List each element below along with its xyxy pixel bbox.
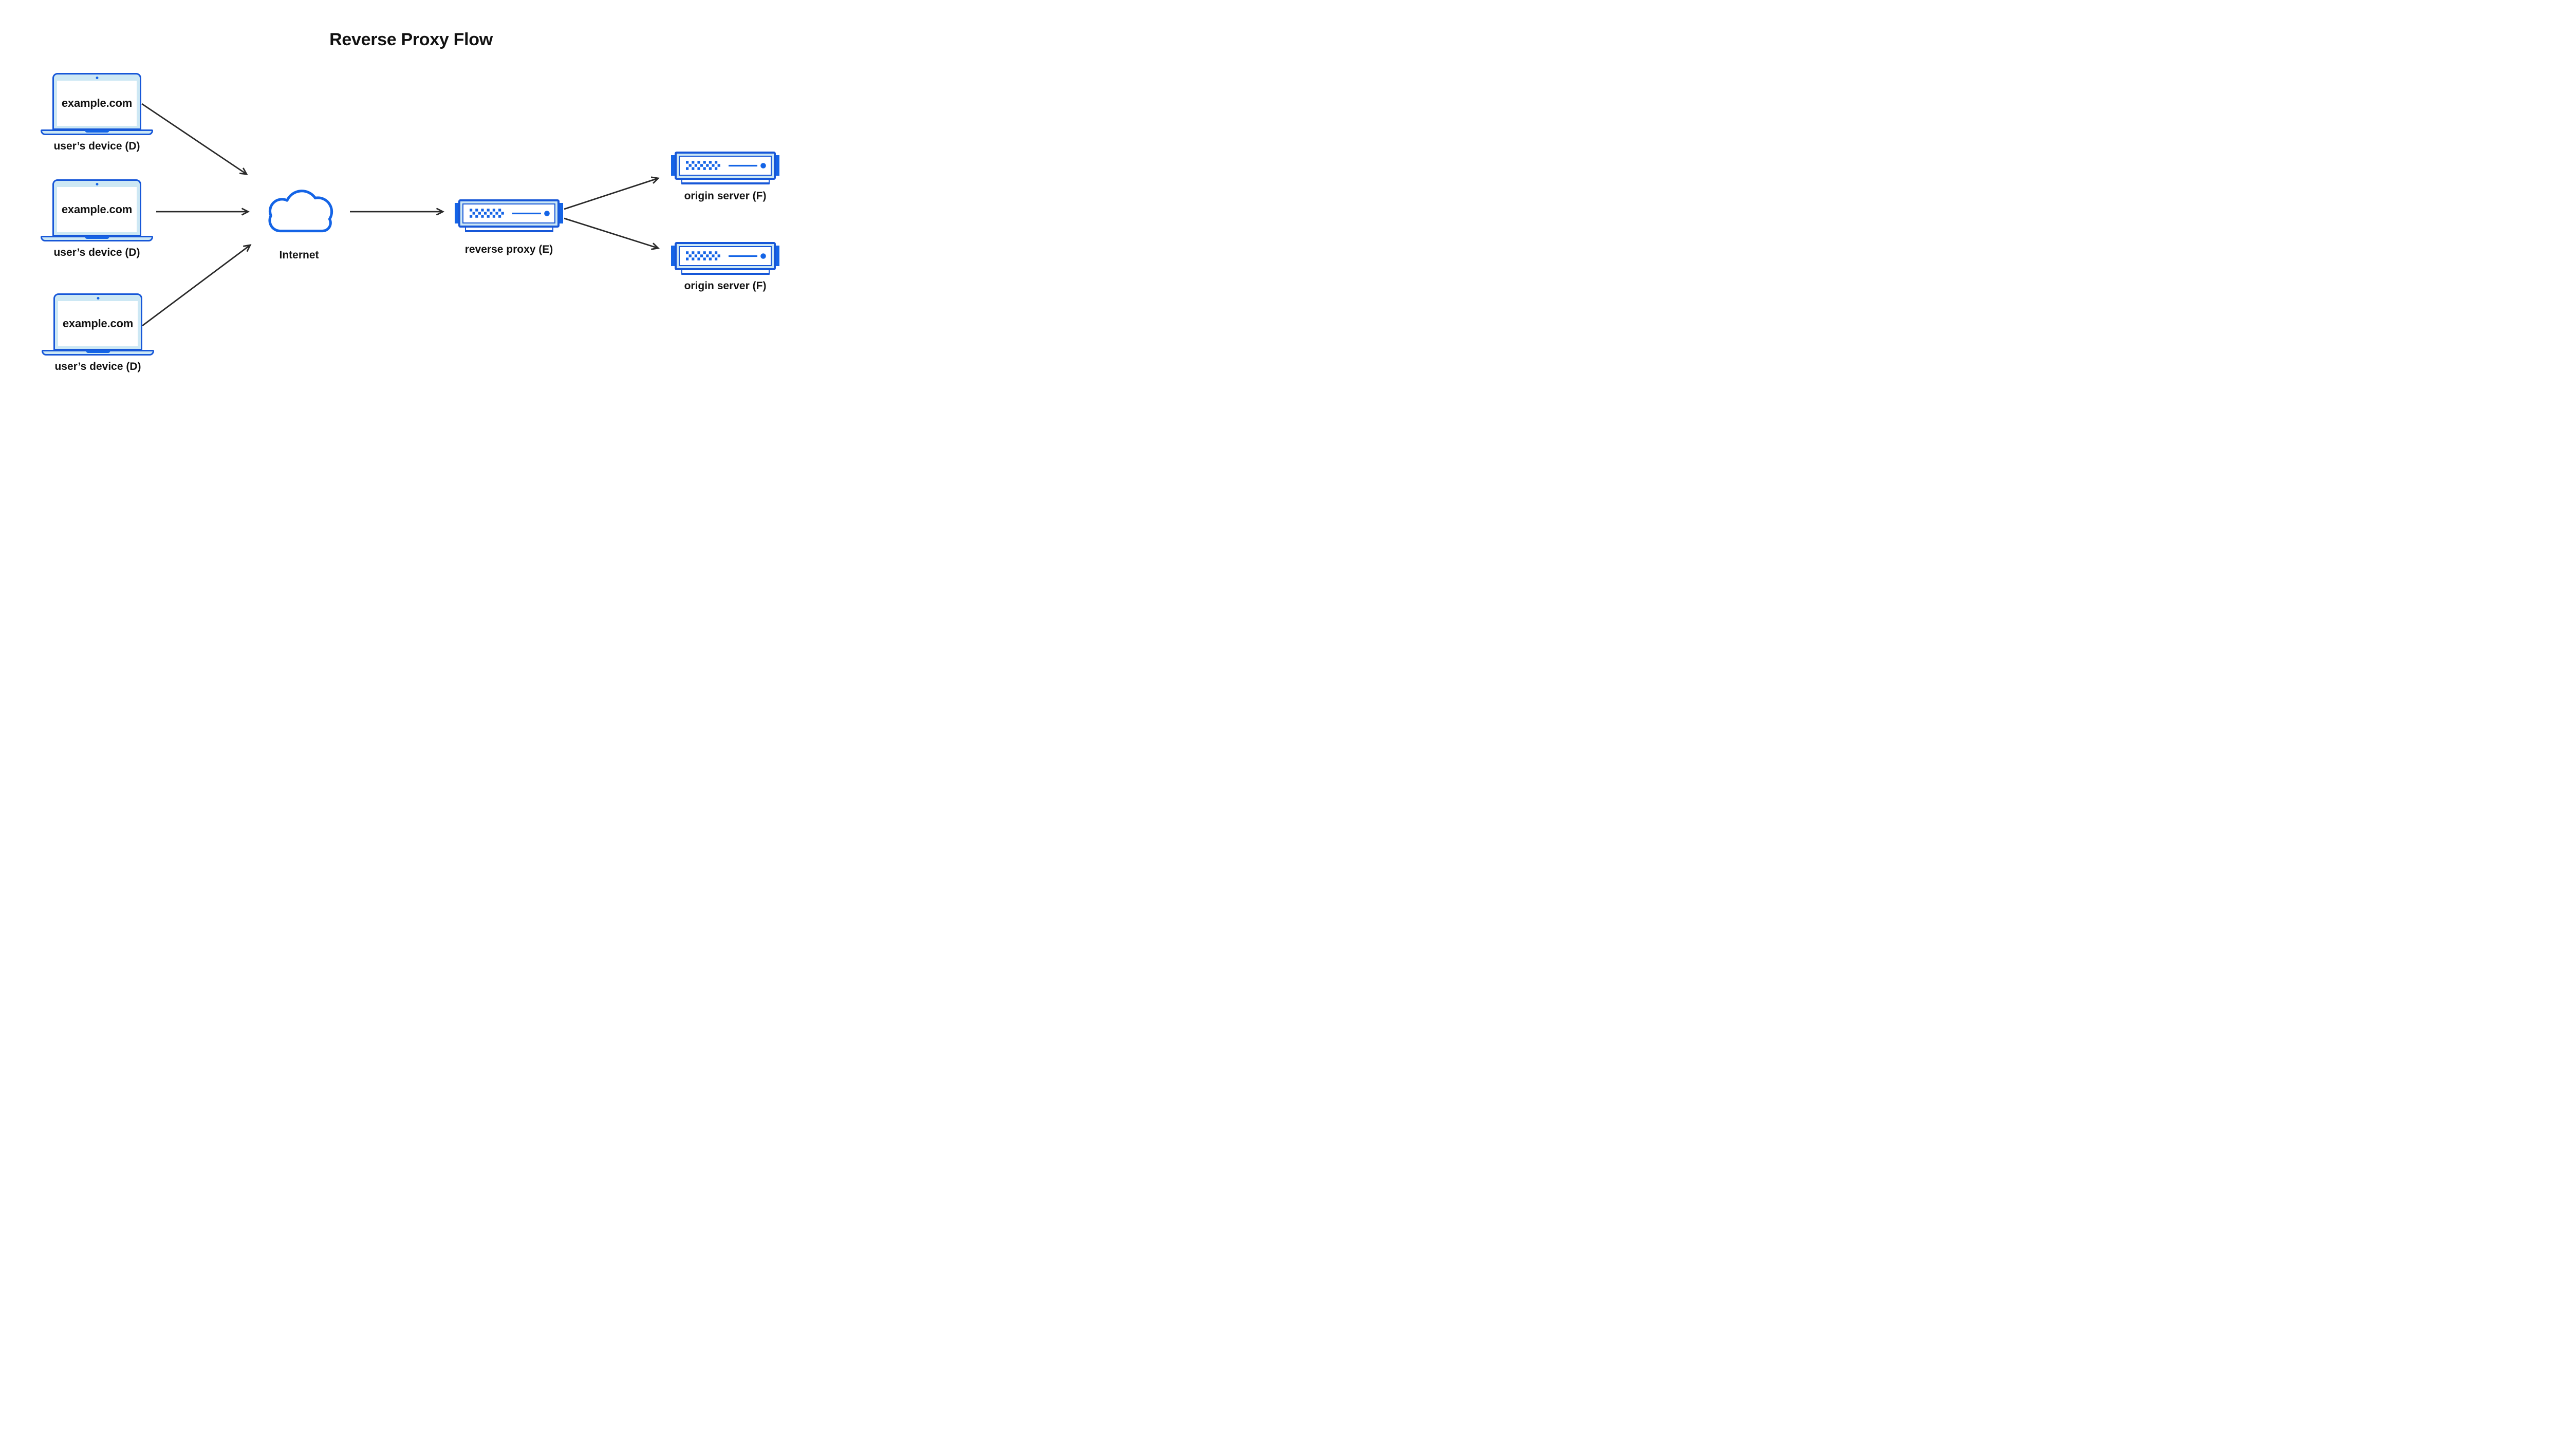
arrow-device3-to-internet (142, 244, 252, 327)
origin-server-label: origin server (F) (684, 280, 767, 292)
diagram-canvas: Reverse Proxy Flow ex (0, 0, 822, 411)
server-vents-icon (686, 161, 766, 170)
camera-dot-icon (97, 297, 99, 300)
device-label: user’s device (D) (54, 361, 141, 372)
laptop-hinge (86, 350, 110, 353)
cloud-icon (268, 190, 333, 233)
server-vents-icon (470, 209, 550, 218)
server-icon (458, 199, 560, 228)
server-faceplate (679, 246, 772, 266)
device-screen-text: example.com (57, 81, 137, 126)
device-label: user’s device (D) (53, 247, 140, 258)
server-faceplate (679, 156, 772, 176)
device-screen-text: example.com (57, 187, 137, 232)
reverse-proxy: reverse proxy (E) (455, 199, 563, 255)
arrow-device2-to-internet (156, 208, 250, 216)
origin-server-2: origin server (F) (671, 242, 779, 292)
user-device-1: example.com user’s device (D) (41, 73, 153, 152)
camera-dot-icon (96, 77, 98, 79)
internet-label: Internet (279, 249, 319, 261)
origin-server-label: origin server (F) (684, 190, 767, 202)
laptop-base (41, 129, 153, 135)
arrow-device1-to-internet (141, 103, 248, 175)
laptop-hinge (85, 236, 109, 239)
reverse-proxy-label: reverse proxy (E) (464, 244, 553, 255)
server-faceplate (462, 203, 555, 223)
origin-server-1: origin server (F) (671, 152, 779, 202)
arrow-internet-to-proxy (350, 208, 445, 216)
server-icon (675, 152, 776, 180)
device-label: user’s device (D) (53, 140, 140, 152)
server-icon (675, 242, 776, 270)
laptop-icon: example.com (53, 293, 142, 350)
arrow-proxy-to-origin1 (564, 176, 660, 210)
page-title: Reverse Proxy Flow (329, 30, 493, 49)
arrow-proxy-to-origin2 (564, 217, 660, 250)
laptop-hinge (85, 129, 109, 133)
server-vents-icon (686, 251, 766, 260)
laptop-base (42, 350, 154, 356)
camera-dot-icon (96, 183, 98, 185)
laptop-base (41, 236, 153, 241)
laptop-icon: example.com (52, 179, 141, 236)
laptop-icon: example.com (52, 73, 141, 130)
user-device-2: example.com user’s device (D) (41, 179, 153, 258)
user-device-3: example.com user’s device (D) (42, 293, 154, 372)
device-screen-text: example.com (58, 301, 138, 346)
